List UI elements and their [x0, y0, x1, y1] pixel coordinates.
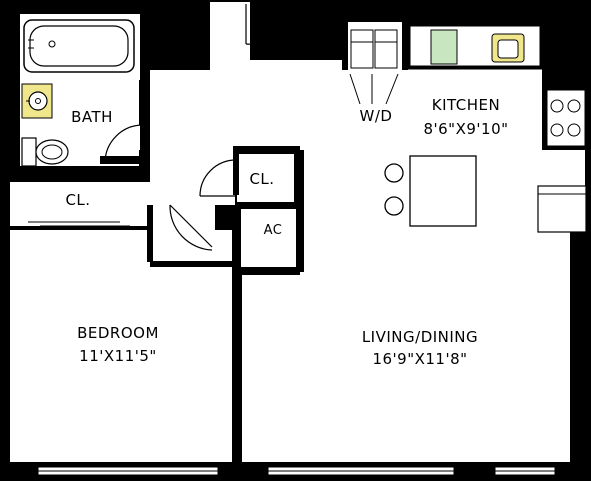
- walls: [0, 22, 548, 470]
- kitchen-counter-icon: [409, 25, 541, 67]
- living-size: 16'9"X11'8": [372, 350, 467, 368]
- bath-sink-icon: [21, 83, 53, 119]
- bedroom-size: 11'X11'5": [79, 347, 157, 365]
- laundry-label: W/D: [360, 107, 393, 125]
- bath-door-icon: [104, 124, 144, 163]
- hall-closet-label: CL.: [249, 170, 274, 188]
- hall-closet-door-icon: [199, 159, 237, 197]
- stool-icon: [384, 196, 404, 216]
- refrigerator-icon: [537, 185, 587, 233]
- entry-door-icon: [245, 3, 291, 45]
- stove-icon: [546, 89, 586, 147]
- hall-closet-floor: [237, 154, 294, 204]
- hallway-floor: [150, 60, 345, 270]
- toilet-icon: [21, 137, 69, 167]
- washer-dryer-icon: [349, 29, 399, 105]
- bedroom-label: BEDROOM: [77, 324, 159, 342]
- windows: [37, 466, 556, 476]
- bedroom-closet-door-icon: [28, 221, 130, 227]
- bathtub-icon: [23, 19, 135, 73]
- kitchen-island-icon: [409, 155, 477, 227]
- living-kitchen-floor: [242, 22, 585, 462]
- bedroom-closet-floor: [10, 182, 150, 226]
- bath-label: BATH: [71, 108, 113, 126]
- ac-closet-floor: [241, 209, 296, 267]
- ac-label: AC: [264, 223, 283, 238]
- entry-floor: [210, 2, 250, 72]
- living-label: LIVING/DINING: [362, 328, 478, 346]
- bedroom-floor: [10, 230, 232, 462]
- kitchen-label: KITCHEN: [432, 96, 501, 114]
- kitchen-size: 8'6"X9'10": [423, 120, 508, 138]
- bedroom-closet-label: CL.: [65, 191, 90, 209]
- stool-icon: [384, 163, 404, 183]
- bedroom-door-icon: [169, 204, 213, 251]
